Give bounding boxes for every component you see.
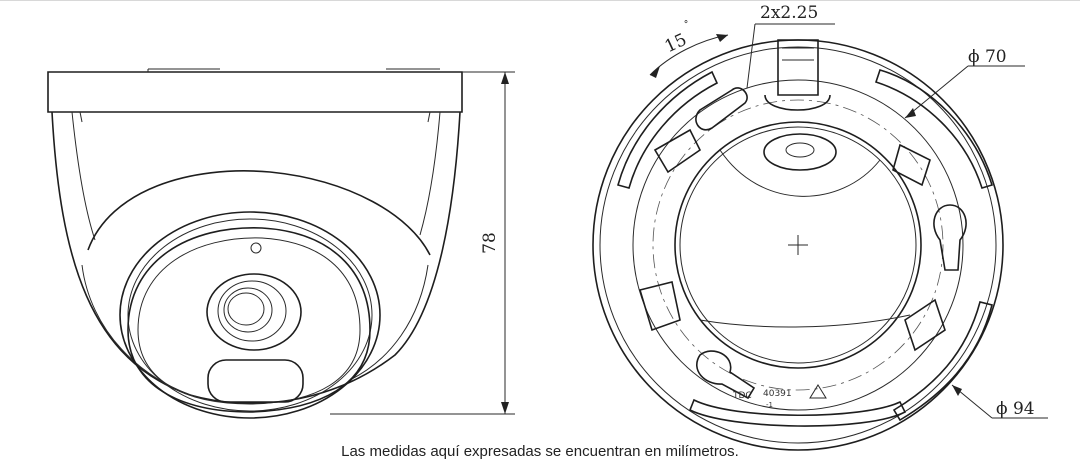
inner-diameter-label: ϕ 70 [968,47,1007,67]
marking-code: 40391 [763,389,792,399]
camera-face [127,227,371,413]
slot-bottom [688,398,907,427]
top-boss [763,133,837,171]
base-plate [47,71,463,113]
angle-label: 15 [662,30,690,57]
top-clip [777,39,819,96]
screw-slot [695,87,748,131]
keyhole-left [696,350,756,400]
keyhole-right [933,204,967,271]
units-caption: Las medidas aquí expresadas se encuentra… [341,443,739,460]
side-view: 78 [47,68,515,419]
screw-size-label: 2x2.25 [760,3,818,23]
light-window [207,359,304,403]
front-view: 15 ° 2x2.25 ϕ 70 ϕ 94 TDC 40391 -1 [592,3,1048,451]
lens-outer [206,273,302,351]
marking-rev: -1 [766,401,773,409]
recycle-triangle-icon [809,384,827,399]
dome-rim [87,170,431,256]
slot-top-right [874,69,994,189]
slot-bottom-right [892,301,993,422]
indicator-dot [250,242,262,254]
mount-ring [632,79,964,411]
outer-diameter-label: ϕ 94 [996,399,1035,419]
lens-glass [223,287,273,333]
camera-ball [119,211,381,419]
height-label: 78 [480,232,500,254]
top-border [0,0,1080,1]
degree-mark: ° [684,20,689,30]
slot-top-left [617,70,719,189]
marking-brand: TDC [732,391,752,401]
inner-bore [674,121,922,369]
